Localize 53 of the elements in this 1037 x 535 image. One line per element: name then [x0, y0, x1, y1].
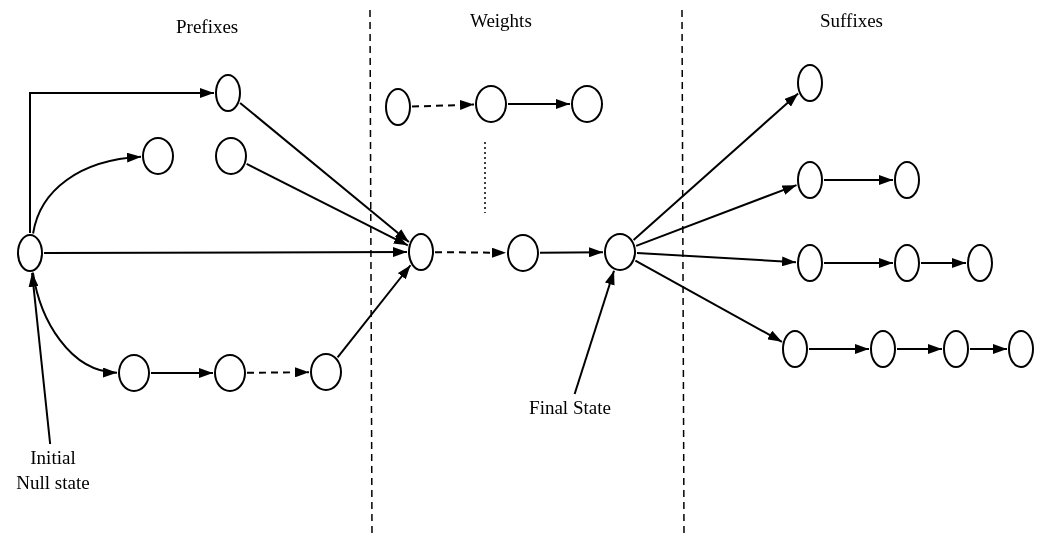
arrow	[245, 162, 409, 247]
state-ellipse	[797, 244, 823, 282]
state-ellipse	[870, 330, 896, 368]
state-ellipse	[797, 161, 823, 199]
arrow	[539, 247, 604, 258]
arrow	[808, 344, 870, 354]
arrow	[43, 247, 408, 258]
arrow	[823, 175, 894, 185]
state-ellipse	[475, 85, 507, 123]
state-ellipse	[385, 88, 411, 126]
state-ellipse	[507, 234, 539, 272]
arrow	[823, 258, 894, 268]
arrow	[573, 269, 615, 395]
section-heading: Weights	[470, 10, 532, 32]
arrow	[434, 247, 507, 258]
state-ellipse	[943, 330, 969, 368]
state-ellipse	[1008, 330, 1034, 368]
state-ellipse	[604, 233, 636, 271]
state-ellipse	[797, 64, 823, 102]
arrow	[635, 184, 798, 247]
arrow	[634, 259, 783, 343]
state-label: Final State	[522, 396, 618, 421]
arrow	[632, 92, 800, 241]
arrow	[636, 252, 797, 267]
arrow	[32, 153, 142, 235]
arrow	[507, 99, 571, 109]
arrow	[336, 264, 412, 359]
state-ellipse	[310, 353, 342, 391]
arrow	[239, 102, 410, 243]
arrow	[29, 88, 215, 234]
state-ellipse	[214, 354, 246, 392]
arrow	[969, 344, 1008, 354]
arrow	[896, 344, 943, 354]
state-ellipse	[17, 234, 43, 272]
state-ellipse	[894, 244, 920, 282]
state-label: Initial Null state	[14, 446, 92, 496]
arrow	[920, 258, 967, 268]
state-ellipse	[118, 354, 150, 392]
arrow	[150, 368, 214, 378]
arrow	[411, 100, 475, 110]
arrow	[31, 271, 118, 377]
state-ellipse	[215, 74, 241, 112]
state-ellipse	[571, 85, 603, 123]
arrow	[28, 271, 52, 445]
state-ellipse	[408, 233, 434, 271]
state-ellipse	[215, 137, 247, 175]
state-ellipse	[967, 244, 993, 282]
state-ellipse	[142, 137, 174, 175]
state-ellipse	[894, 161, 920, 199]
arrow	[246, 367, 310, 378]
section-heading: Suffixes	[820, 10, 883, 32]
section-heading: Prefixes	[176, 16, 239, 38]
state-ellipse	[782, 330, 808, 368]
